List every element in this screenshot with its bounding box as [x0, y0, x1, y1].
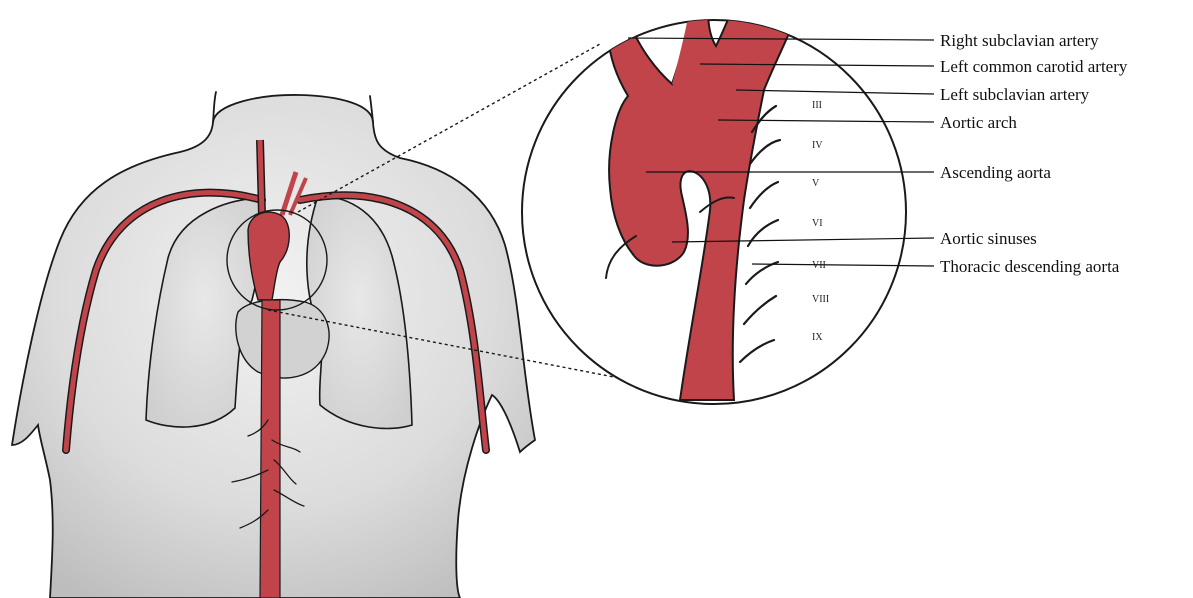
- rib-label-ix: IX: [812, 332, 823, 343]
- label-left-common-carotid-artery: Left common carotid artery: [940, 57, 1128, 76]
- label-thoracic-descending-aorta: Thoracic descending aorta: [940, 257, 1120, 276]
- rib-label-viii: VIII: [812, 294, 829, 305]
- label-right-subclavian-artery: Right subclavian artery: [940, 31, 1099, 50]
- labels: Right subclavian artery Left common caro…: [940, 31, 1128, 276]
- heart: [236, 300, 329, 378]
- rib-label-vii: VII: [812, 260, 826, 271]
- label-ascending-aorta: Ascending aorta: [940, 163, 1051, 182]
- label-left-subclavian-artery: Left subclavian artery: [940, 85, 1090, 104]
- label-aortic-arch: Aortic arch: [940, 113, 1017, 132]
- torso-descending-aorta: [260, 300, 280, 598]
- label-aortic-sinuses: Aortic sinuses: [940, 229, 1037, 248]
- rib-label-vi: VI: [812, 218, 823, 229]
- rib-label-iv: IV: [812, 140, 823, 151]
- rib-label-v: V: [812, 178, 820, 189]
- rib-label-iii: III: [812, 100, 822, 111]
